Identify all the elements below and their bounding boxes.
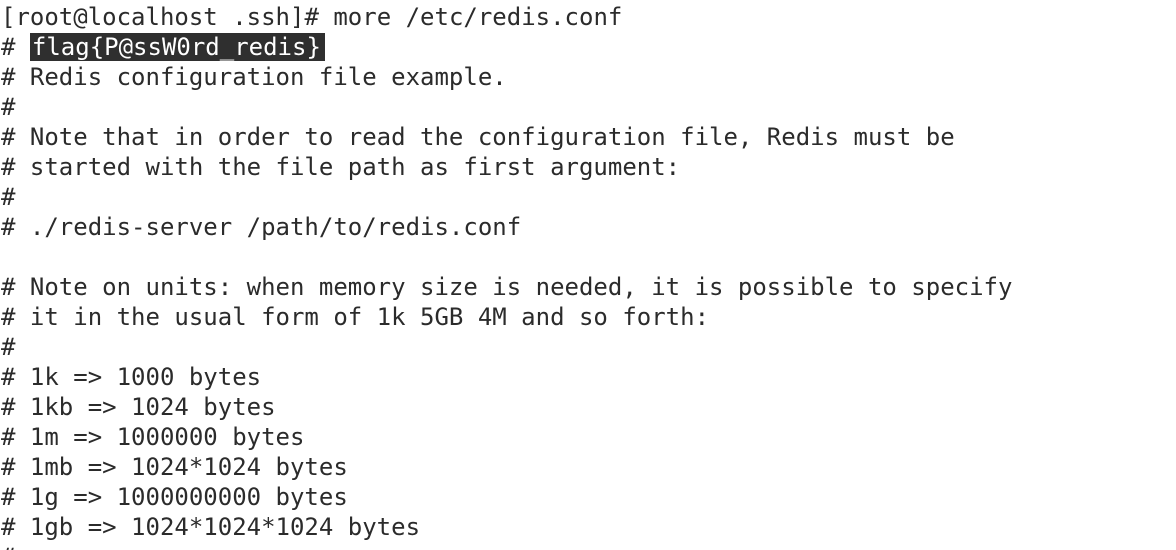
prompt-userhost: root@localhost .ssh — [15, 3, 290, 31]
prompt-close-bracket: ] — [290, 3, 305, 31]
output-line: # started with the file path as first ar… — [1, 153, 681, 181]
selected-flag-text[interactable]: flag{P@ssW0rd_redis} — [29, 33, 325, 61]
output-line: # 1k => 1000 bytes — [1, 363, 262, 391]
prompt-command: more /etc/redis.conf — [333, 3, 623, 31]
output-line: # 1gb => 1024*1024*1024 bytes — [1, 513, 421, 541]
output-line: # ./redis-server /path/to/redis.conf — [1, 213, 522, 241]
output-line: # 1g => 1000000000 bytes — [1, 483, 348, 511]
output-line: # 1kb => 1024 bytes — [1, 393, 276, 421]
output-line: # — [1, 93, 16, 121]
prompt-line: [root@localhost .ssh]# more /etc/redis.c… — [0, 2, 1176, 32]
output-line: # Redis configuration file example. — [1, 63, 507, 91]
prompt-symbol: # — [304, 3, 334, 31]
output-line: # Note on units: when memory size is nee… — [1, 273, 1013, 301]
output-line: # — [1, 333, 16, 361]
flag-line-prefix: # — [1, 33, 30, 61]
output-line: # 1m => 1000000 bytes — [1, 423, 305, 451]
output-line: # Note that in order to read the configu… — [1, 123, 955, 151]
prompt-open-bracket: [ — [1, 3, 16, 31]
output-line: # — [1, 183, 16, 211]
output-line — [0, 242, 1176, 272]
output-line: # it in the usual form of 1k 5GB 4M and … — [1, 303, 710, 331]
output-line: # 1mb => 1024*1024 bytes — [1, 453, 348, 481]
file-content: # Redis configuration file example.## No… — [0, 62, 1176, 550]
output-line: # — [0, 542, 1176, 550]
flag-line: # flag{P@ssW0rd_redis} — [0, 32, 1176, 62]
